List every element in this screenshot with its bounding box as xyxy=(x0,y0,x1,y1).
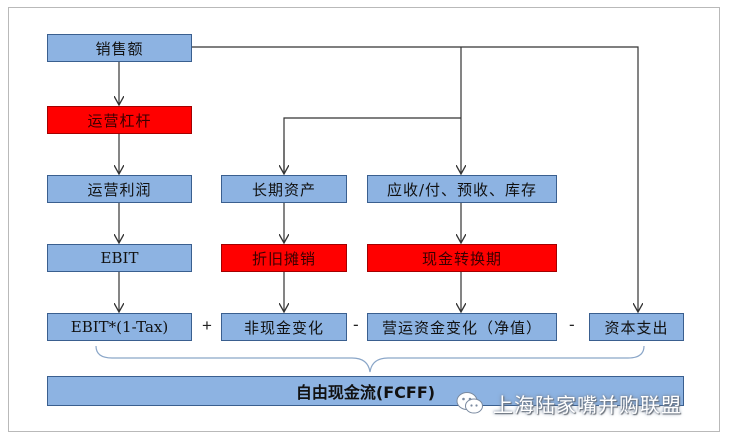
operator-minus-1: - xyxy=(353,315,359,334)
box-operating-profit-label: 运营利润 xyxy=(87,180,152,199)
box-operating-leverage-label: 运营杠杆 xyxy=(87,111,152,130)
box-ebit-label: EBIT xyxy=(100,249,139,267)
box-ebit: EBIT xyxy=(47,244,192,272)
operator-plus: + xyxy=(202,316,212,335)
watermark: 上海陆家嘴并购联盟 xyxy=(455,386,682,420)
box-ebit-after-tax: EBIT*(1-Tax) xyxy=(47,313,192,341)
box-operating-profit: 运营利润 xyxy=(47,175,192,203)
box-depreciation-amortization: 折旧摊销 xyxy=(221,244,347,272)
box-non-cash-change: 非现金变化 xyxy=(221,313,347,341)
box-long-term-assets-label: 长期资产 xyxy=(251,180,316,199)
box-sales: 销售额 xyxy=(47,34,192,62)
box-fcff: 自由现金流(FCFF) xyxy=(47,376,684,406)
box-cash-conversion-cycle-label: 现金转换期 xyxy=(421,249,502,268)
box-capex: 资本支出 xyxy=(589,313,684,341)
box-sales-label: 销售额 xyxy=(95,39,144,58)
line-sales-to-right xyxy=(192,46,638,311)
box-depreciation-amortization-label: 折旧摊销 xyxy=(251,249,316,268)
box-fcff-label: 自由现金流(FCFF) xyxy=(295,383,436,402)
line-leverage-to-long-assets xyxy=(283,117,461,173)
box-operating-leverage: 运营杠杆 xyxy=(47,106,192,134)
box-capex-label: 资本支出 xyxy=(604,318,669,337)
box-non-cash-change-label: 非现金变化 xyxy=(243,318,324,337)
summation-brace xyxy=(95,345,645,373)
operator-minus-2: - xyxy=(569,315,575,334)
box-cash-conversion-cycle: 现金转换期 xyxy=(367,244,557,272)
box-ebit-after-tax-label: EBIT*(1-Tax) xyxy=(70,318,169,336)
box-receivables-label: 应收/付、预收、库存 xyxy=(386,180,538,199)
box-working-capital-change-label: 营运资金变化（净值） xyxy=(381,318,542,337)
box-receivables-payables-inventory: 应收/付、预收、库存 xyxy=(367,175,557,203)
wechat-icon xyxy=(456,392,483,414)
box-long-term-assets: 长期资产 xyxy=(221,175,347,203)
box-working-capital-change: 营运资金变化（净值） xyxy=(367,313,557,341)
watermark-text: 上海陆家嘴并购联盟 xyxy=(493,392,682,417)
